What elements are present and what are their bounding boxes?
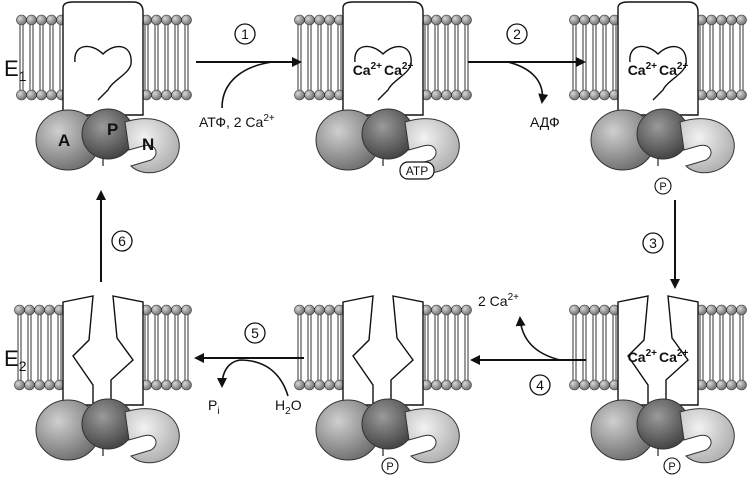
domain-n <box>124 408 180 464</box>
ca-ions-label-3: Ca2+Ca2+ <box>628 348 689 365</box>
arrow-step-2-output <box>507 61 549 104</box>
step5-pi-label: Pi <box>208 397 220 417</box>
membrane-right <box>421 14 472 101</box>
svg-text:P: P <box>668 461 675 473</box>
domain-p-label: P <box>107 120 118 139</box>
binding-cavity <box>629 45 687 101</box>
ca-ions-label-1: Ca2+Ca2+ <box>353 61 414 78</box>
pump-e2p-ca <box>569 295 747 464</box>
domain-n <box>404 408 460 464</box>
svg-text:2: 2 <box>513 26 521 42</box>
arrow-step-5-io <box>217 359 289 397</box>
step1-input-label: АТФ, 2 Ca2+ <box>199 113 275 130</box>
svg-text:3: 3 <box>649 235 657 251</box>
step2-output-label: АДФ <box>530 114 560 130</box>
transmembrane-half-right <box>390 295 424 406</box>
membrane-right <box>421 304 472 391</box>
phosphate-badge-2: P <box>381 457 399 475</box>
transmembrane-half-left <box>342 295 374 406</box>
membrane-left <box>14 304 65 391</box>
transmembrane-half-left <box>62 295 94 406</box>
arrow-step-1-input <box>221 61 273 109</box>
svg-text:P: P <box>659 181 666 193</box>
membrane-right <box>141 14 192 101</box>
pump-e2p <box>294 295 472 464</box>
membrane-right <box>141 304 192 391</box>
transmembrane-half-right <box>110 295 144 406</box>
domain-p <box>636 108 690 160</box>
domain-n-label: N <box>142 135 154 154</box>
svg-text:6: 6 <box>118 233 126 249</box>
phosphate-badge-1: P <box>654 177 672 195</box>
binding-cavity <box>354 45 412 101</box>
arrow-step-4-output <box>515 316 561 361</box>
membrane-left <box>294 304 345 391</box>
svg-text:1: 1 <box>241 26 249 42</box>
domain-n <box>679 408 735 464</box>
domain-p <box>361 108 415 160</box>
domain-p <box>361 398 415 450</box>
transmembrane-domain <box>342 1 424 116</box>
ca-ions-label-2: Ca2+Ca2+ <box>628 61 689 78</box>
step-4-badge: 4 <box>529 374 551 396</box>
svg-text:4: 4 <box>536 377 544 393</box>
step4-output-label: 2 Ca2+ <box>478 292 519 309</box>
pump-e2 <box>14 295 192 464</box>
membrane-left <box>569 14 620 101</box>
step-2-badge: 2 <box>506 23 528 45</box>
svg-text:5: 5 <box>251 325 259 341</box>
membrane-right <box>696 14 747 101</box>
step-3-badge: 3 <box>642 232 664 254</box>
transmembrane-half-right <box>665 295 699 406</box>
svg-text:P: P <box>386 461 393 473</box>
step5-h2o-label: H2O <box>275 397 302 417</box>
atp-badge: ATP <box>399 161 435 180</box>
membrane-left <box>294 14 345 101</box>
transmembrane-domain <box>62 1 144 116</box>
transmembrane-domain <box>617 1 699 116</box>
step-5-badge: 5 <box>244 322 266 344</box>
pump-e1 <box>16 1 192 174</box>
domain-p <box>636 398 690 450</box>
domain-n <box>679 118 735 174</box>
membrane-right <box>696 304 747 391</box>
step-6-badge: 6 <box>111 230 133 252</box>
membrane-left <box>16 14 67 101</box>
domain-a-label: A <box>58 131 70 150</box>
binding-cavity <box>74 45 132 101</box>
state-e1-label: E1 <box>4 56 27 84</box>
domain-p <box>81 398 135 450</box>
svg-text:ATP: ATP <box>406 164 428 178</box>
phosphate-badge-3: P <box>663 457 681 475</box>
step-1-badge: 1 <box>234 23 256 45</box>
state-e2-label: E2 <box>4 346 27 374</box>
pump-phosphorylated <box>569 1 747 174</box>
membrane-left <box>569 304 620 391</box>
domain-n <box>124 118 180 174</box>
pump-ca-bound <box>294 1 472 174</box>
